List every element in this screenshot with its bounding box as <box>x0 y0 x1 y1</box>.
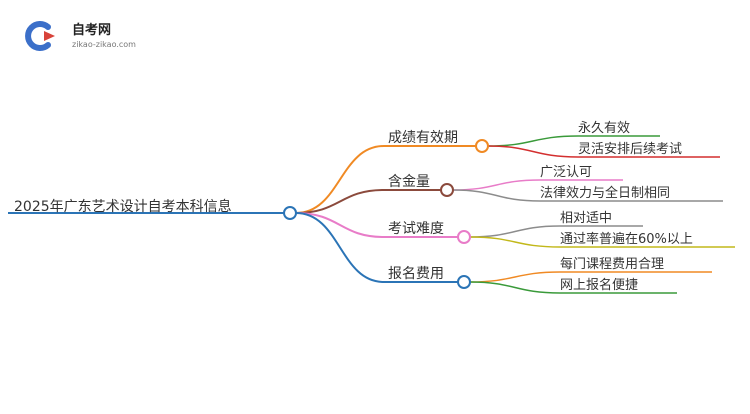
leaf-label-3-0: 每门课程费用合理 <box>560 256 664 272</box>
leaf-label-3-1: 网上报名便捷 <box>560 277 638 293</box>
branch-label-2: 考试难度 <box>388 221 444 237</box>
leaf-link-3-0 <box>469 271 561 283</box>
branch-label-3: 报名费用 <box>388 266 444 282</box>
leaf-link-0-0 <box>487 135 579 147</box>
logo-brand: 自考网 <box>72 22 111 38</box>
branch-link-3 <box>295 212 385 283</box>
leaf-label-0-0: 永久有效 <box>578 121 630 136</box>
logo-icon <box>25 21 55 51</box>
leaf-link-1-1 <box>452 189 541 202</box>
branch-label-0: 成绩有效期 <box>388 130 458 146</box>
root-label: 2025年广东艺术设计自考本科信息 <box>14 198 232 215</box>
leaf-link-1-0 <box>452 179 541 191</box>
branch-node-circle-2[interactable] <box>457 230 471 244</box>
leaf-label-1-1: 法律效力与全日制相同 <box>540 185 670 201</box>
branch-link-1 <box>295 189 385 214</box>
branch-link-0 <box>295 145 385 214</box>
leaf-link-2-0 <box>469 225 561 238</box>
leaf-link-3-1 <box>469 281 561 294</box>
leaf-link-0-1 <box>487 145 579 158</box>
leaf-label-0-1: 灵活安排后续考试 <box>578 142 682 157</box>
leaf-label-1-0: 广泛认可 <box>540 165 592 180</box>
leaf-label-2-0: 相对适中 <box>560 211 612 226</box>
branch-link-2 <box>295 212 385 238</box>
site-logo[interactable]: 自考网 zikao-zikao.com <box>25 21 136 51</box>
branch-node-circle-1[interactable] <box>440 183 454 197</box>
leaf-link-2-1 <box>469 236 561 248</box>
root-node-circle[interactable] <box>283 206 297 220</box>
logo-domain: zikao-zikao.com <box>72 40 136 49</box>
branch-label-1: 含金量 <box>388 174 430 190</box>
leaf-label-2-1: 通过率普遍在60%以上 <box>560 231 693 247</box>
branch-node-circle-3[interactable] <box>457 275 471 289</box>
branch-node-circle-0[interactable] <box>475 139 489 153</box>
mindmap-links <box>8 135 735 294</box>
